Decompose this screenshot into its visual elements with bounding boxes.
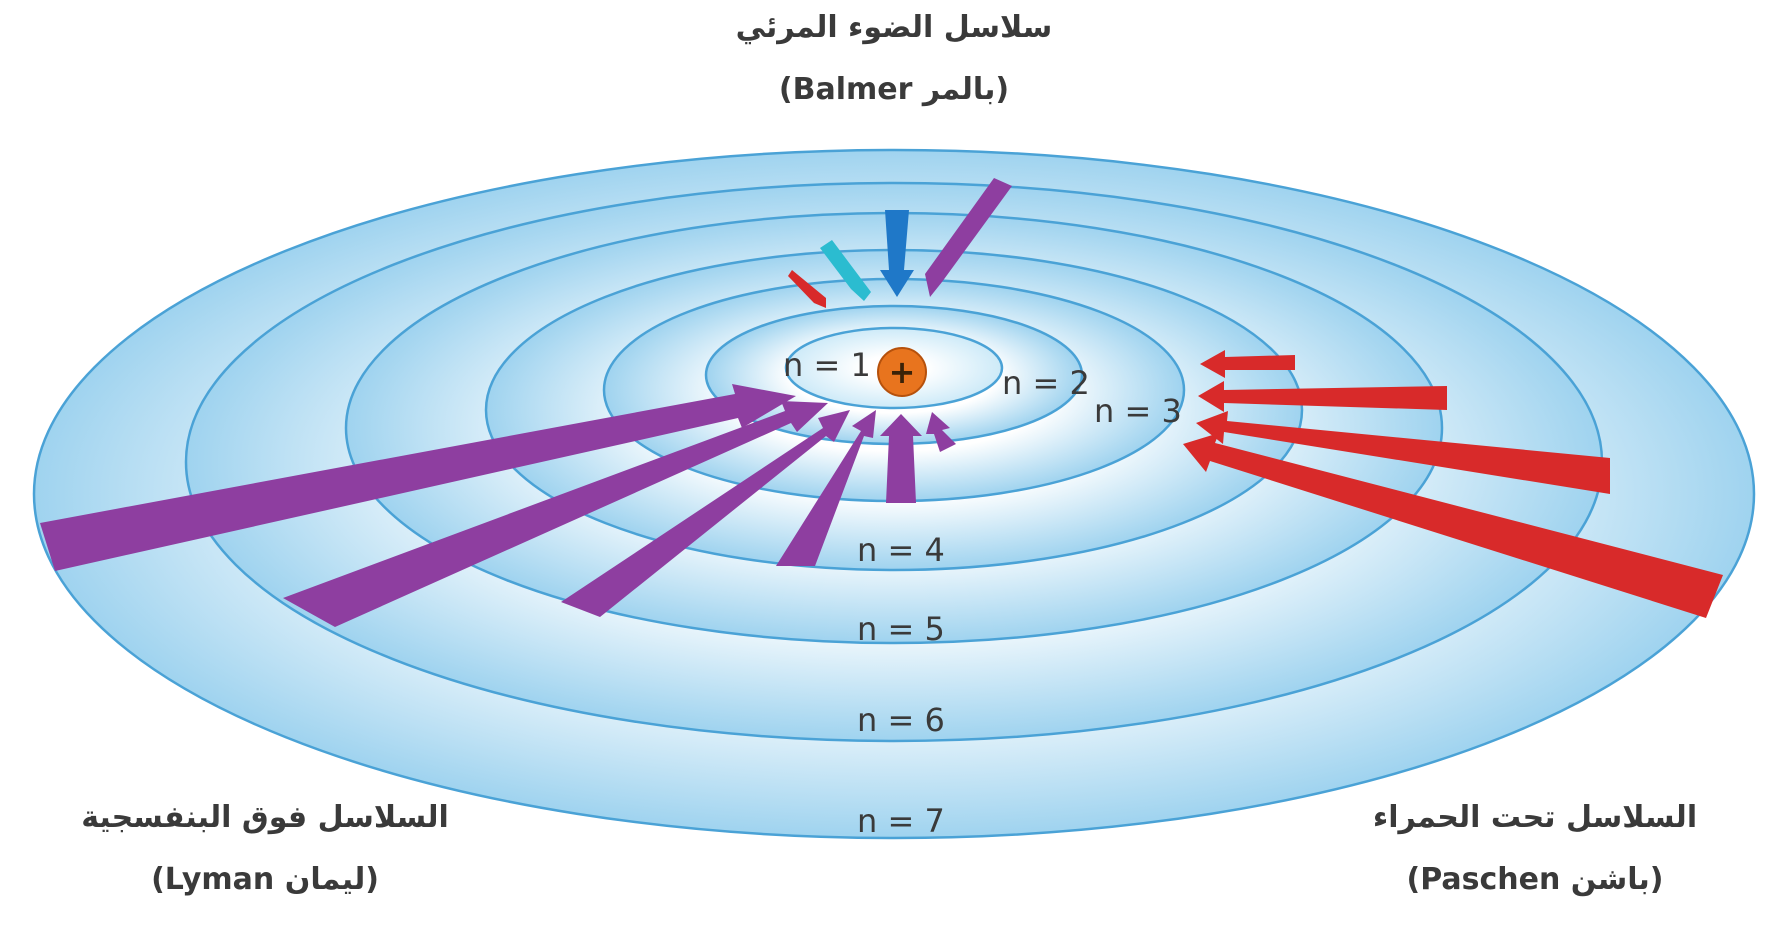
level-labels: n = 1 n = 2 n = 3 n = 4 n = 5 n = 6 n = … [783,346,1182,840]
level-label-n3: n = 3 [1094,392,1182,430]
balmer-arrow-red [788,270,826,308]
lyman-arrow-n5 [561,410,850,617]
nucleus-plus-icon: + [889,353,916,391]
lyman-arrow-n6 [283,401,828,627]
lyman-arrow-n2 [926,412,956,452]
paschen-series-name: (باشن Paschen) [1406,862,1664,897]
lyman-arrow-n7 [40,384,796,571]
balmer-arrows [788,178,1012,308]
level-label-n2: n = 2 [1002,364,1090,402]
paschen-arrow-n6 [1196,411,1610,494]
level-label-n5: n = 5 [857,610,945,648]
balmer-series-name: (بالمر Balmer) [778,72,1010,107]
paschen-series-label: السلاسل تحت الحمراء (باشن Paschen) [1315,796,1755,902]
balmer-arrow-violet [925,178,1012,297]
lyman-series-name: (ليمان Lyman) [151,862,379,897]
balmer-arrow-blue [880,210,914,297]
paschen-arrow-n5 [1198,381,1447,412]
lyman-arrow-n4 [776,410,876,566]
level-label-n6: n = 6 [857,701,945,739]
lyman-arrow-n3 [880,414,922,503]
lyman-series-arabic: السلاسل فوق البنفسجية [81,800,449,835]
lyman-arrows [40,384,956,627]
paschen-arrow-n4 [1200,350,1295,378]
nucleus: + [877,347,927,397]
paschen-series-arabic: السلاسل تحت الحمراء [1372,800,1698,835]
balmer-series-label: سلاسل الضوء المرئي (بالمر Balmer) [694,6,1094,112]
level-label-n1: n = 1 [783,346,871,384]
level-label-n4: n = 4 [857,531,945,569]
paschen-arrows [1183,350,1723,618]
nucleus-circle [877,347,927,397]
level-label-n7: n = 7 [857,802,945,840]
lyman-series-label: السلاسل فوق البنفسجية (ليمان Lyman) [30,796,500,902]
paschen-arrow-n7 [1183,433,1723,618]
balmer-arrow-cyan [820,240,871,301]
balmer-series-arabic: سلاسل الضوء المرئي [735,10,1053,45]
